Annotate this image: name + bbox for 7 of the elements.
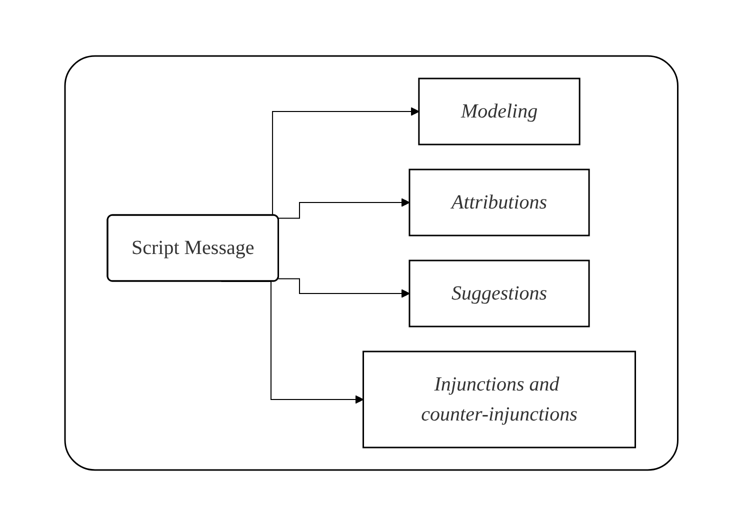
node-box: Attributions bbox=[408, 168, 590, 236]
node-box: Injunctions and counter-injunctions bbox=[362, 350, 636, 448]
node-box: Suggestions bbox=[408, 259, 590, 327]
node-box: Modeling bbox=[418, 77, 580, 145]
arrow bbox=[278, 278, 410, 298]
arrow bbox=[278, 198, 410, 218]
cluster bbox=[64, 54, 679, 470]
